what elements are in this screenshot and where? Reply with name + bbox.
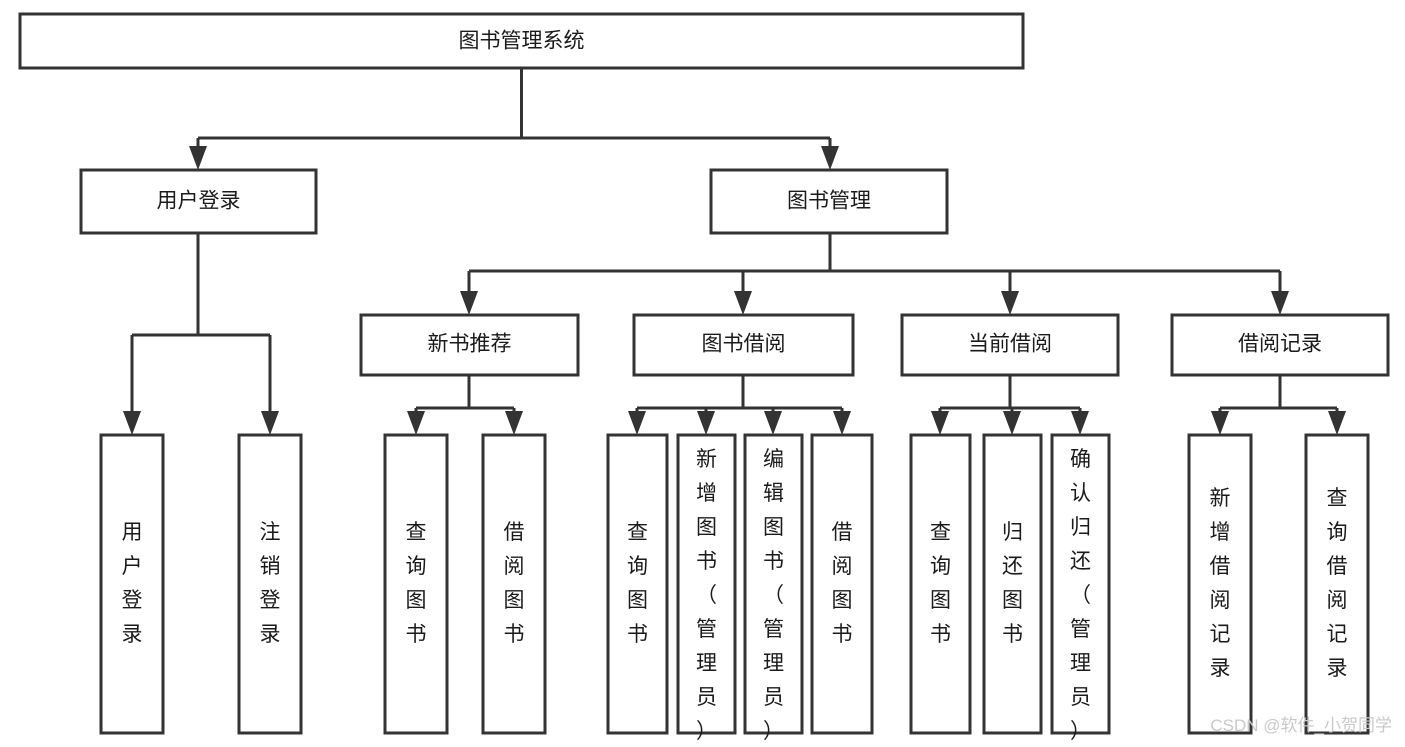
node-leaf-query-book-2-label: 查询图书 xyxy=(627,521,648,646)
leaf-node-layer: 用户登录 注销登录 查询图书 借阅图书 查询图书 新增图书（管理员） 编辑图书（管理员） 借阅… xyxy=(99,433,1370,743)
node-leaf-query-book-2[interactable]: 查询图书 xyxy=(606,433,669,735)
node-leaf-user-login-box[interactable] xyxy=(99,433,165,735)
arrow-head-borrow-record xyxy=(1271,291,1289,315)
node-leaf-add-record-box[interactable] xyxy=(1187,433,1253,735)
node-book-manage-label: 图书管理 xyxy=(787,190,871,213)
node-book-borrow[interactable]: 图书借阅 xyxy=(632,313,855,377)
node-book-manage-box[interactable] xyxy=(709,168,949,235)
node-leaf-query-book-3-label: 查询图书 xyxy=(930,521,951,646)
arrow-head-book-borrow xyxy=(734,291,752,315)
arrow-head-book-manage xyxy=(821,146,839,170)
node-leaf-borrow-book-2[interactable]: 借阅图书 xyxy=(810,433,874,735)
arrow-head-leaf-confirm-return xyxy=(1071,411,1089,435)
arrow-head-user-login xyxy=(189,146,207,170)
arrow-head-leaf-return-book xyxy=(1003,411,1021,435)
node-leaf-user-login[interactable]: 用户登录 xyxy=(99,433,165,735)
node-current-borrow-label: 当前借阅 xyxy=(968,333,1052,356)
node-user-login-label: 用户登录 xyxy=(157,190,241,213)
arrow-head-current-borrow xyxy=(1001,291,1019,315)
node-leaf-query-book-3-box[interactable] xyxy=(909,433,972,735)
node-leaf-query-record-box[interactable] xyxy=(1304,433,1370,735)
arrow-head-leaf-borrow-book-2 xyxy=(833,411,851,435)
arrow-head-leaf-edit-book xyxy=(764,411,782,435)
arrow-head-leaf-add-book xyxy=(697,411,715,435)
node-leaf-logout[interactable]: 注销登录 xyxy=(237,433,303,735)
node-new-book-rec[interactable]: 新书推荐 xyxy=(359,313,580,377)
node-leaf-query-book-1-box[interactable] xyxy=(383,433,449,735)
arrow-head-leaf-logout xyxy=(261,411,279,435)
node-borrow-record[interactable]: 借阅记录 xyxy=(1170,313,1390,377)
node-leaf-edit-book-label: 编辑图书（管理员） xyxy=(763,448,784,743)
node-new-book-rec-box[interactable] xyxy=(359,313,580,377)
node-leaf-query-book-1-label: 查询图书 xyxy=(406,521,427,646)
node-leaf-borrow-book-1[interactable]: 借阅图书 xyxy=(481,433,547,735)
node-borrow-record-label: 借阅记录 xyxy=(1238,333,1322,356)
node-leaf-borrow-book-2-box[interactable] xyxy=(810,433,874,735)
arrow-head-leaf-borrow-book-1 xyxy=(505,411,523,435)
node-leaf-add-record[interactable]: 新增借阅记录 xyxy=(1187,433,1253,735)
node-leaf-confirm-return-box[interactable] xyxy=(1050,433,1111,735)
node-root-label: 图书管理系统 xyxy=(459,30,585,53)
node-current-borrow[interactable]: 当前借阅 xyxy=(900,313,1120,377)
node-root-box[interactable] xyxy=(18,12,1025,70)
node-leaf-add-book-box[interactable] xyxy=(676,433,737,735)
arrow-head-leaf-query-record xyxy=(1328,411,1346,435)
arrow-head-new-book-rec xyxy=(460,291,478,315)
node-leaf-query-book-3[interactable]: 查询图书 xyxy=(909,433,972,735)
node-book-manage[interactable]: 图书管理 xyxy=(709,168,949,235)
node-leaf-return-book-box[interactable] xyxy=(982,433,1043,735)
node-leaf-edit-book-box[interactable] xyxy=(743,433,804,735)
node-borrow-record-box[interactable] xyxy=(1170,313,1390,377)
watermark-label: CSDN @软件_小贺同学 xyxy=(1210,716,1392,735)
node-leaf-borrow-book-1-box[interactable] xyxy=(481,433,547,735)
node-book-borrow-box[interactable] xyxy=(632,313,855,377)
node-user-login[interactable]: 用户登录 xyxy=(79,168,318,235)
node-leaf-logout-label: 注销登录 xyxy=(260,521,281,646)
node-leaf-add-book-label: 新增图书（管理员） xyxy=(696,448,717,743)
arrow-head-leaf-query-book-1 xyxy=(407,411,425,435)
node-leaf-logout-box[interactable] xyxy=(237,433,303,735)
node-leaf-add-book[interactable]: 新增图书（管理员） xyxy=(676,433,737,743)
connector-layer xyxy=(123,68,1346,435)
node-leaf-borrow-book-1-label: 借阅图书 xyxy=(504,521,525,646)
node-leaf-query-book-1[interactable]: 查询图书 xyxy=(383,433,449,735)
arrow-head-leaf-query-book-2 xyxy=(628,411,646,435)
arrow-head-leaf-query-book-3 xyxy=(931,411,949,435)
node-leaf-return-book-label: 归还图书 xyxy=(1002,521,1023,646)
node-leaf-confirm-return[interactable]: 确认归还（管理员） xyxy=(1050,433,1111,743)
arrow-head-leaf-add-record xyxy=(1211,411,1229,435)
node-leaf-user-login-label: 用户登录 xyxy=(122,521,143,646)
node-leaf-query-book-2-box[interactable] xyxy=(606,433,669,735)
node-new-book-rec-label: 新书推荐 xyxy=(428,333,512,356)
node-user-login-box[interactable] xyxy=(79,168,318,235)
node-leaf-query-record[interactable]: 查询借阅记录 xyxy=(1304,433,1370,735)
node-leaf-edit-book[interactable]: 编辑图书（管理员） xyxy=(743,433,804,743)
node-root[interactable]: 图书管理系统 xyxy=(18,12,1025,70)
node-leaf-confirm-return-label: 确认归还（管理员） xyxy=(1070,448,1091,743)
arrow-head-leaf-user-login xyxy=(123,411,141,435)
node-leaf-query-record-label: 查询借阅记录 xyxy=(1327,487,1348,680)
node-leaf-return-book[interactable]: 归还图书 xyxy=(982,433,1043,735)
node-current-borrow-box[interactable] xyxy=(900,313,1120,377)
node-leaf-add-record-label: 新增借阅记录 xyxy=(1210,487,1231,680)
node-book-borrow-label: 图书借阅 xyxy=(702,333,786,356)
node-leaf-borrow-book-2-label: 借阅图书 xyxy=(832,521,853,646)
